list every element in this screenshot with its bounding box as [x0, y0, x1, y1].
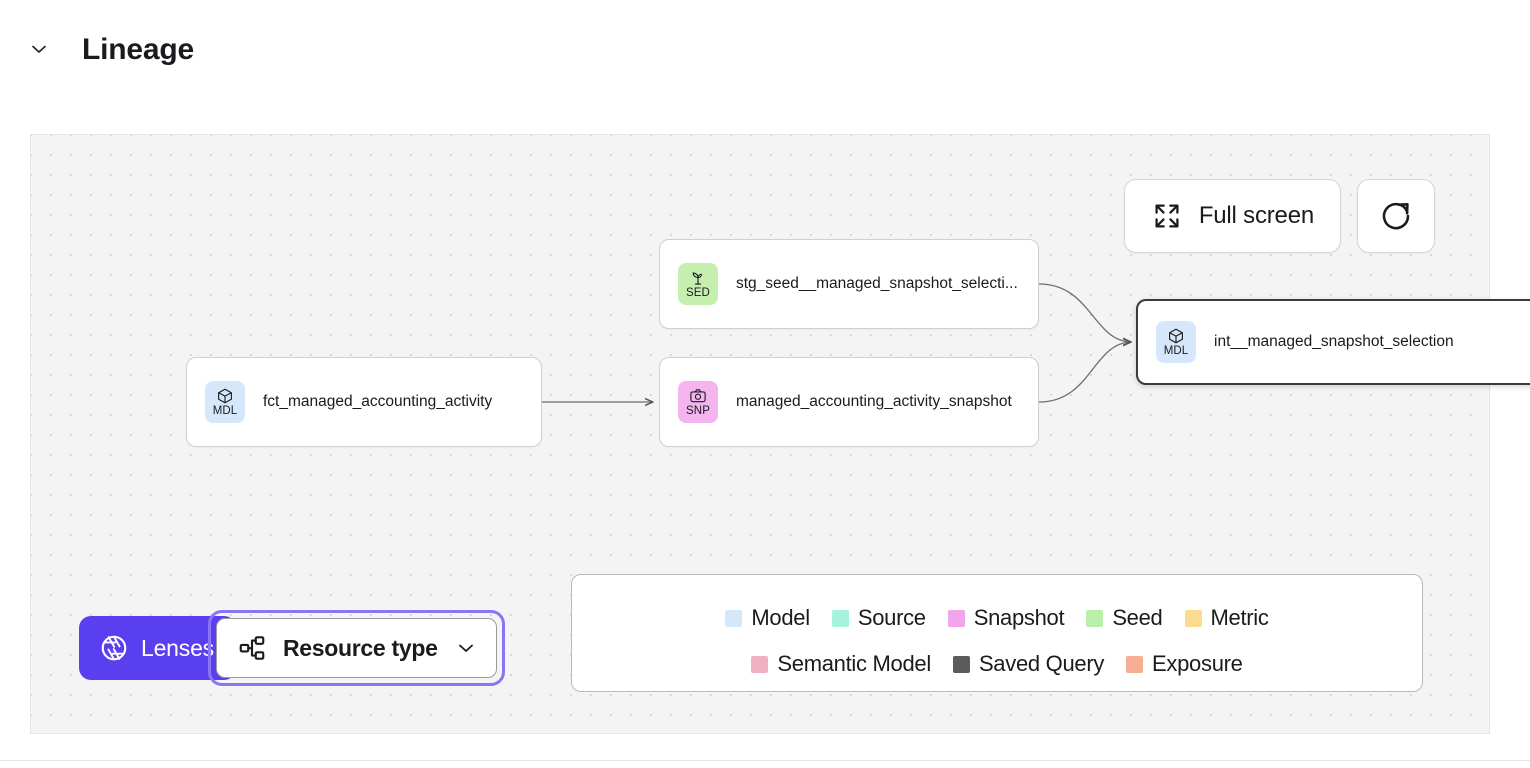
model-badge: MDL: [1156, 321, 1196, 363]
legend-swatch: [952, 655, 970, 673]
lenses-label: Lenses: [141, 634, 214, 661]
legend-item-exposure: Exposure: [1126, 651, 1243, 677]
refresh-icon: [1382, 202, 1410, 230]
lineage-section-header: Lineage: [0, 0, 1530, 100]
page-title: Lineage: [82, 33, 194, 66]
legend-label: Saved Query: [978, 651, 1105, 676]
seed-badge: SED: [678, 263, 718, 305]
chevron-down-icon[interactable]: [26, 36, 52, 62]
cube-icon: [1169, 328, 1183, 344]
legend-item-saved-query: Saved Query: [952, 651, 1105, 677]
badge-abbr: SNP: [686, 405, 710, 417]
full-screen-button[interactable]: Full screen: [1123, 179, 1341, 253]
legend-swatch: [751, 655, 769, 673]
lineage-graph-area[interactable]: MDL fct_managed_accounting_activity SED …: [31, 135, 1530, 733]
legend-item-metric: Metric: [1184, 605, 1269, 631]
legend-row-1: Model Source Snapshot Seed Metric: [572, 605, 1422, 631]
bottom-divider: [0, 760, 1530, 761]
lineage-node-fct-managed-accounting-activity[interactable]: MDL fct_managed_accounting_activity: [186, 357, 542, 447]
legend-item-snapshot: Snapshot: [947, 605, 1065, 631]
legend-swatch: [947, 609, 965, 627]
cube-icon: [218, 388, 232, 404]
lineage-bottom-controls: Lenses Resource type: [79, 610, 505, 686]
resource-type-dropdown[interactable]: Resource type: [215, 618, 497, 678]
aperture-icon: [101, 635, 127, 661]
snapshot-badge: SNP: [678, 381, 718, 423]
legend-item-semantic-model: Semantic Model: [751, 651, 931, 677]
legend-item-model: Model: [725, 605, 810, 631]
canvas-toolbar: Full screen: [1123, 179, 1435, 253]
legend-label: Source: [857, 605, 926, 630]
badge-abbr: MDL: [212, 405, 238, 417]
badge-abbr: MDL: [1163, 345, 1189, 357]
lineage-node-stg-seed-managed-snapshot-selection[interactable]: SED stg_seed__managed_snapshot_selecti..…: [659, 239, 1039, 329]
legend-label: Metric: [1210, 605, 1269, 630]
node-label: fct_managed_accounting_activity: [263, 393, 493, 410]
legend-label: Model: [751, 605, 810, 630]
legend-item-source: Source: [831, 605, 926, 631]
refresh-button[interactable]: [1357, 179, 1435, 253]
camera-icon: [690, 389, 706, 403]
node-label: int__managed_snapshot_selection: [1214, 333, 1454, 350]
legend-row-2: Semantic Model Saved Query Exposure: [572, 651, 1422, 677]
resource-type-focus-ring: Resource type: [207, 610, 505, 686]
lineage-node-managed-accounting-activity-snapshot[interactable]: SNP managed_accounting_activity_snapshot: [659, 357, 1039, 447]
lineage-canvas[interactable]: MDL fct_managed_accounting_activity SED …: [30, 134, 1530, 734]
chevron-down-icon: [458, 644, 473, 652]
legend-item-seed: Seed: [1086, 605, 1163, 631]
model-badge: MDL: [205, 381, 245, 423]
legend-label: Exposure: [1152, 651, 1243, 676]
resource-type-label: Resource type: [282, 634, 438, 661]
legend-label: Semantic Model: [777, 651, 931, 676]
legend-swatch: [1184, 609, 1202, 627]
badge-abbr: SED: [686, 287, 710, 299]
full-screen-label: Full screen: [1198, 202, 1314, 229]
legend-label: Seed: [1112, 605, 1163, 630]
legend-swatch: [831, 609, 849, 627]
legend-label: Snapshot: [973, 605, 1065, 630]
lineage-legend: Model Source Snapshot Seed Metric: [571, 574, 1423, 692]
hierarchy-icon: [239, 636, 265, 660]
lineage-node-int-managed-snapshot-selection[interactable]: MDL int__managed_snapshot_selection: [1136, 299, 1530, 385]
legend-swatch: [725, 609, 743, 627]
sprout-icon: [692, 272, 703, 285]
legend-swatch: [1126, 655, 1144, 673]
node-label: stg_seed__managed_snapshot_selecti...: [736, 275, 1018, 292]
node-label: managed_accounting_activity_snapshot: [736, 393, 1012, 410]
expand-arrows-icon: [1155, 204, 1179, 228]
legend-swatch: [1086, 609, 1104, 627]
